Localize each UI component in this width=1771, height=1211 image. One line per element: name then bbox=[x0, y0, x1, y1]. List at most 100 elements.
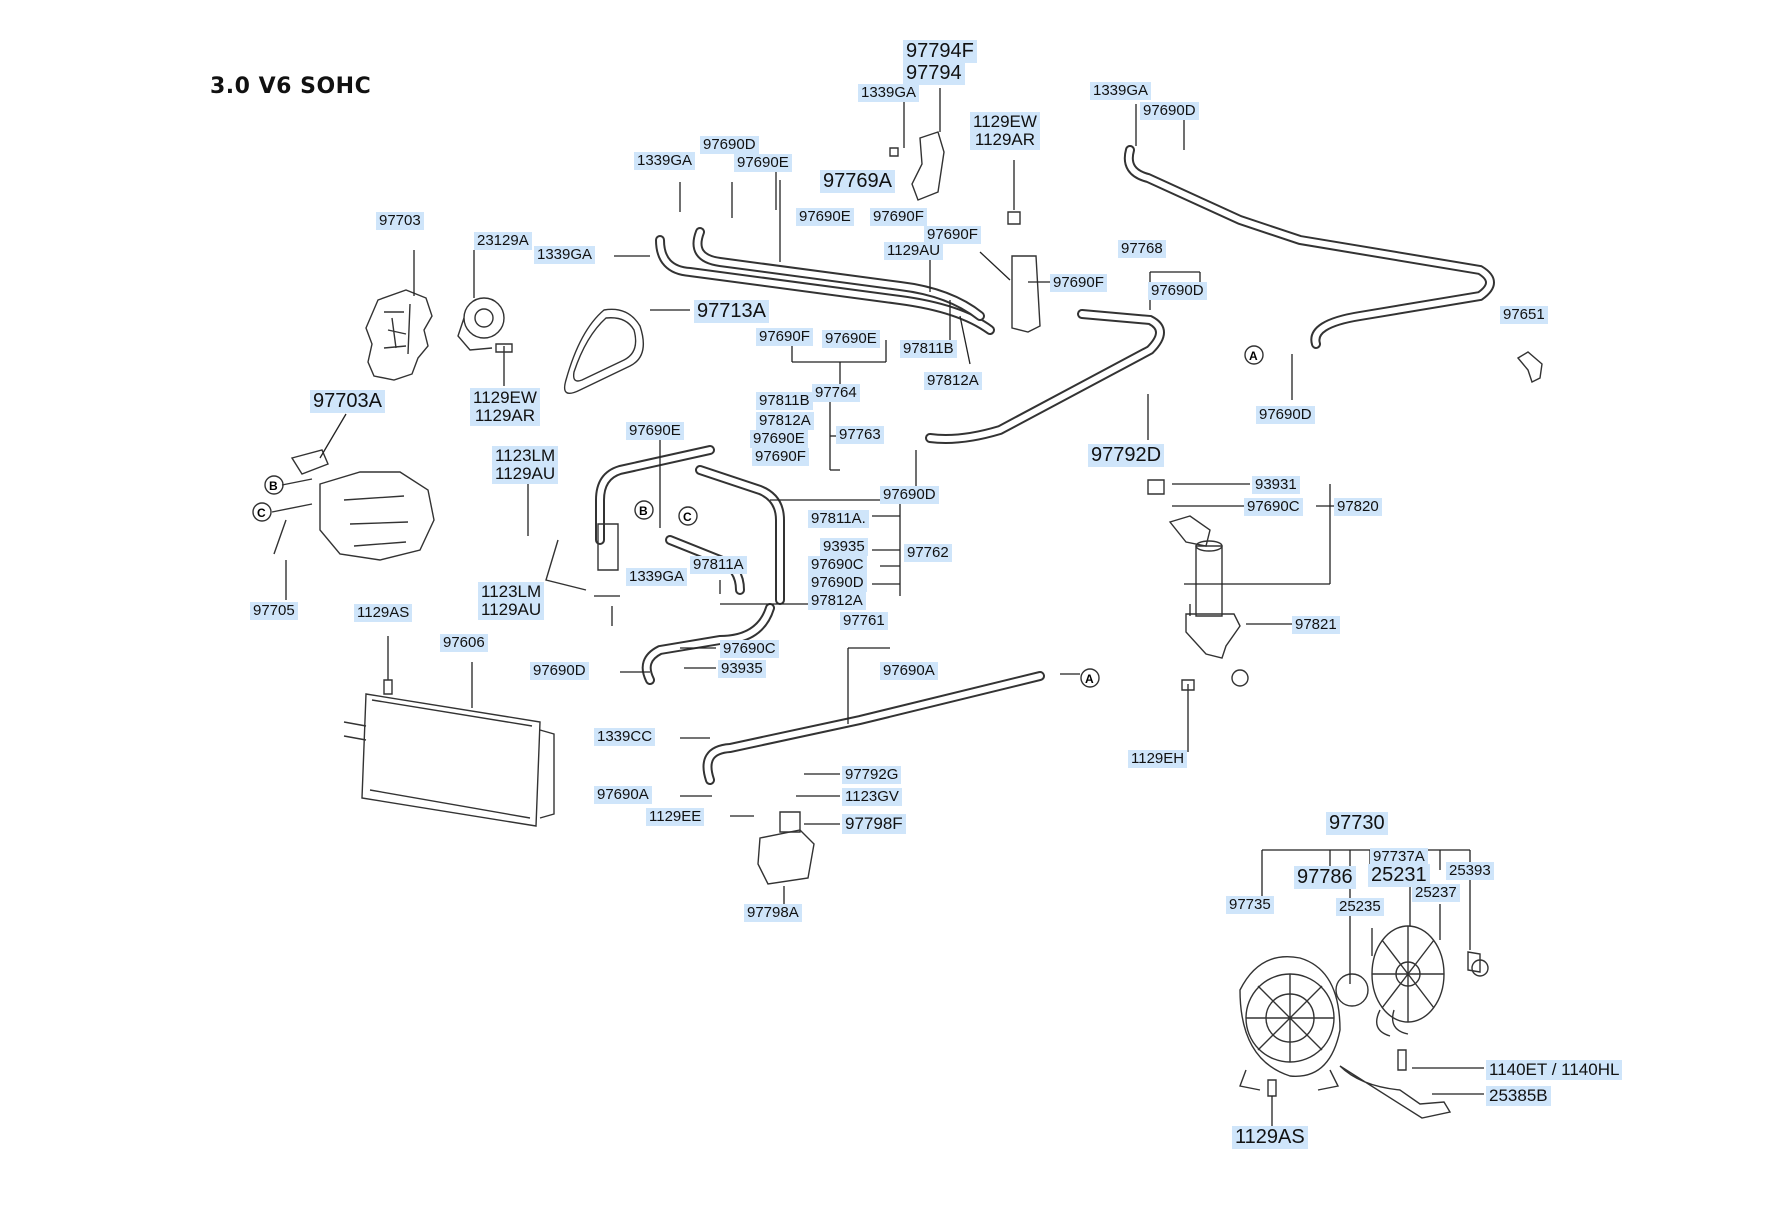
marker-c-text: C bbox=[257, 506, 266, 520]
label-1123lm-a: 1123LM 1129AU bbox=[492, 446, 559, 484]
label-97798f: 97798F bbox=[842, 814, 906, 834]
label-97761: 97761 bbox=[840, 612, 888, 630]
label-97735: 97735 bbox=[1226, 896, 1274, 914]
diagram-title: 3.0 V6 SOHC bbox=[210, 74, 372, 99]
condenser-part bbox=[343, 636, 555, 827]
label-97690c-a: 97690C bbox=[1244, 498, 1303, 516]
marker-b-text: B bbox=[269, 479, 278, 493]
label-97690e-c: 97690E bbox=[822, 330, 880, 348]
label-97690a-a: 97690A bbox=[880, 662, 938, 680]
label-1129as-a: 1129AS bbox=[354, 604, 413, 622]
label-97651: 97651 bbox=[1500, 306, 1548, 324]
label-97690d-c: 97690D bbox=[1148, 282, 1207, 300]
label-97713a: 97713A bbox=[694, 300, 769, 323]
marker-c-circle-mid bbox=[678, 506, 698, 526]
mount-bracket-part bbox=[757, 811, 815, 910]
label-97690d-b: 97690D bbox=[700, 136, 759, 154]
label-97769a: 97769A bbox=[820, 170, 895, 193]
label-1129eh: 1129EH bbox=[1128, 750, 1188, 768]
marker-c-circle bbox=[252, 502, 272, 522]
liquid-hose-part bbox=[925, 145, 1495, 444]
label-1129au-a: 1129AU bbox=[884, 242, 944, 260]
label-97768: 97768 bbox=[1118, 240, 1166, 258]
marker-a-text-top: A bbox=[1249, 349, 1258, 363]
label-1129ew-b: 1129EW 1129AR bbox=[470, 388, 540, 426]
label-97812a-a: 97812A bbox=[924, 372, 982, 390]
label-1339ga-a: 1339GA bbox=[858, 84, 920, 102]
label-97690f-a: 97690F bbox=[870, 208, 927, 226]
label-97811a-b: 97811A bbox=[690, 556, 747, 574]
receiver-drier-top-part bbox=[1007, 160, 1041, 333]
label-23129a: 23129A bbox=[474, 232, 532, 250]
label-97703a: 97703A bbox=[310, 390, 385, 413]
label-1339cc: 1339CC bbox=[594, 728, 656, 746]
label-97811b-b: 97811B bbox=[756, 392, 813, 410]
label-1129ew-a: 1129EW 1129AR bbox=[970, 112, 1040, 150]
marker-a-circle-top bbox=[1244, 345, 1264, 365]
label-97792d: 97792D bbox=[1088, 444, 1165, 467]
label-97763: 97763 bbox=[836, 426, 884, 444]
marker-b-circle-mid bbox=[634, 500, 654, 520]
label-93931: 93931 bbox=[1252, 476, 1300, 494]
label-97690f-d: 97690F bbox=[756, 328, 813, 346]
label-25231: 25231 bbox=[1368, 864, 1430, 887]
marker-c-text-mid: C bbox=[683, 510, 692, 524]
label-93935-b: 93935 bbox=[718, 660, 766, 678]
label-97690d-g: 97690D bbox=[530, 662, 589, 680]
label-97794f: 97794F bbox=[903, 40, 977, 63]
label-97690e-e: 97690E bbox=[626, 422, 684, 440]
label-25393: 25393 bbox=[1446, 862, 1494, 880]
label-1339ga-e: 1339GA bbox=[626, 568, 688, 586]
label-1339ga-b: 1339GA bbox=[1090, 82, 1152, 100]
label-97690e-b: 97690E bbox=[796, 208, 854, 226]
label-93935-a: 93935 bbox=[820, 538, 868, 556]
label-97690a-b: 97690A bbox=[594, 786, 652, 804]
label-25235: 25235 bbox=[1336, 898, 1384, 916]
label-97705: 97705 bbox=[250, 602, 298, 620]
idler-pulley-part bbox=[457, 250, 513, 386]
label-25237: 25237 bbox=[1412, 884, 1460, 902]
label-97811b-a: 97811B bbox=[900, 340, 957, 358]
label-97606: 97606 bbox=[440, 634, 488, 652]
suction-hose-part bbox=[655, 180, 995, 335]
marker-a-circle-low bbox=[1080, 668, 1100, 688]
label-97690c-b: 97690C bbox=[808, 556, 867, 574]
discharge-hose-part bbox=[702, 647, 1045, 785]
label-97812a-b: 97812A bbox=[756, 412, 814, 430]
label-97690d-e: 97690D bbox=[880, 486, 939, 504]
fitting-97651-part bbox=[1516, 351, 1543, 383]
label-97762: 97762 bbox=[904, 544, 952, 562]
label-1123gv: 1123GV bbox=[842, 788, 902, 806]
label-97690d-f: 97690D bbox=[808, 574, 867, 592]
receiver-drier-part bbox=[1147, 394, 1331, 752]
label-1339ga-d: 1339GA bbox=[534, 246, 596, 264]
label-97690e-d: 97690E bbox=[750, 430, 808, 448]
label-97794: 97794 bbox=[903, 62, 965, 85]
label-97792g: 97792G bbox=[842, 766, 902, 784]
label-1129ee: 1129EE bbox=[646, 808, 705, 826]
label-97690dc: 97690C bbox=[720, 640, 779, 658]
label-97690e-a: 97690E bbox=[734, 154, 792, 172]
label-97786: 97786 bbox=[1294, 866, 1356, 889]
fan-shroud-part bbox=[1239, 849, 1489, 1130]
label-97690d-a: 97690D bbox=[1140, 102, 1199, 120]
label-97690f-b: 97690F bbox=[924, 226, 981, 244]
leader-lines bbox=[527, 90, 1334, 825]
label-25385b: 25385B bbox=[1486, 1086, 1551, 1106]
label-97737a: 97737A bbox=[1370, 848, 1428, 866]
label-97821: 97821 bbox=[1292, 616, 1340, 634]
compressor-bracket-part bbox=[365, 250, 433, 381]
bracket-97794-part bbox=[889, 88, 945, 201]
label-97703: 97703 bbox=[376, 212, 424, 230]
label-1123lm-b: 1123LM 1129AU bbox=[478, 582, 545, 620]
label-97690f-e: 97690F bbox=[752, 448, 809, 466]
label-97690f-c: 97690F bbox=[1050, 274, 1107, 292]
label-97811a-a: 97811A. bbox=[808, 510, 869, 528]
marker-a-text-low: A bbox=[1085, 672, 1094, 686]
label-97730: 97730 bbox=[1326, 812, 1388, 835]
compressor-part bbox=[290, 413, 435, 561]
label-1339ga-c: 1339GA bbox=[634, 152, 696, 170]
label-97812a-c: 97812A bbox=[808, 592, 866, 610]
drive-belt-part bbox=[563, 308, 690, 394]
